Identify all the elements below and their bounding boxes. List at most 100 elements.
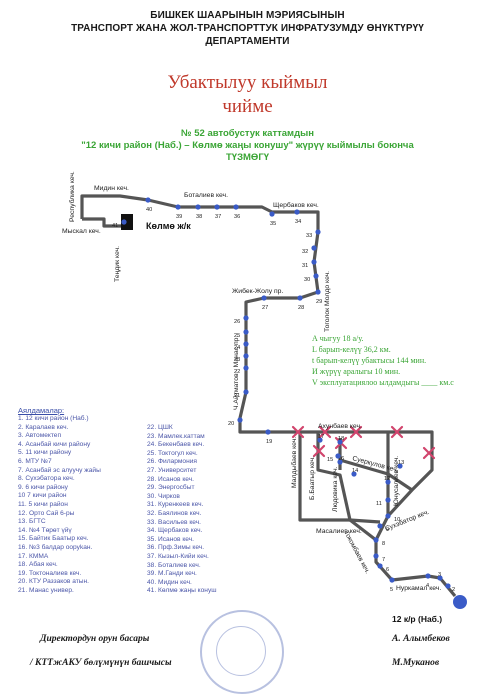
street-myskal: Мыскал кеч. [62, 228, 101, 235]
stop-number: 3 [438, 572, 441, 578]
terminal-12kr-icon [453, 595, 467, 609]
street-yunusaliev: Юнусалиев кеч. [393, 456, 400, 506]
stop-number: 33 [306, 233, 312, 239]
route-path-masaliev [349, 518, 381, 524]
stop-number: 34 [295, 219, 301, 225]
title-line-1: Убактылуу кыймыл [167, 72, 328, 93]
legend-item: 34. Щербаков кеч. [147, 527, 203, 535]
legend-item: 20. КТУ Раззаков атын. [18, 578, 90, 586]
route-lines [80, 194, 457, 598]
stop-marker [373, 537, 379, 543]
stop-marker [243, 329, 249, 335]
header-line-2: ТРАНСПОРТ ЖАНА ЖОЛ-ТРАНСПОРТТУК ИНФРАТУЗ… [71, 23, 424, 34]
street-tokombaev: Токомбаев кеч. [342, 529, 371, 575]
stop-number: 24 [234, 345, 240, 351]
legend-item: 37. Кызыл-Кийи кеч. [147, 552, 209, 560]
footer-name-2: М.Муканов [392, 658, 440, 668]
stop-number: 13 [398, 460, 404, 466]
stop-marker [243, 353, 249, 359]
street-botaliev: Боталиев кеч. [184, 192, 228, 199]
stop-marker [351, 471, 357, 477]
stop-marker [233, 204, 239, 210]
legend-item: 39. М.Ганди кеч. [147, 570, 197, 578]
info-line-2: L барып-келүү 36,2 км. [312, 345, 391, 354]
route-path-main [80, 194, 457, 598]
stop-marker [243, 341, 249, 347]
stop-number: 28 [298, 305, 304, 311]
stop-number: 14 [352, 468, 358, 474]
stop-number: 41 [112, 223, 118, 229]
legend-item: 1. 12 кичи район (Наб.) [18, 415, 89, 422]
stop-number: 2 [452, 587, 455, 593]
stop-marker [337, 439, 343, 445]
legend-item: 8. Сухэбатора кеч. [18, 475, 75, 483]
legend-item: 36. Прф.Зимы кеч. [147, 544, 205, 552]
subtitle-line-1: № 52 автобустук каттамдын [181, 128, 314, 139]
stop-marker [243, 389, 249, 395]
stop-marker [261, 295, 267, 301]
street-tendik: Теңдик кеч. [114, 246, 121, 282]
stop-number: 36 [234, 214, 240, 220]
stop-marker [373, 553, 379, 559]
stop-number: 7 [382, 557, 385, 563]
stop-number: 8 [382, 541, 385, 547]
legend-item: 4. Асанбай кичи району [18, 440, 91, 448]
stop-marker [445, 583, 451, 589]
legend-item: 29. Энергосбыт [147, 484, 195, 492]
legend-column-1: 1. 12 кичи район (Наб.)2. Каралаев кеч.3… [18, 415, 101, 595]
stop-number: 6 [386, 567, 389, 573]
street-nurkamal: Нуркамал кеч. [396, 585, 441, 592]
stop-marker [145, 197, 151, 203]
stop-number: 5 [390, 587, 393, 593]
stop-marker [243, 315, 249, 321]
stop-number: 4 [426, 583, 429, 589]
stop-marker [269, 211, 275, 217]
legend-item: 26. Филармония [147, 458, 197, 466]
legend-item: 16. №3 балдар ооруkaн. [18, 543, 93, 551]
stop-marker [385, 497, 391, 503]
stop-marker [311, 259, 317, 265]
stop-marker [437, 575, 443, 581]
legend-item: 28. Исанов кеч. [147, 475, 195, 483]
stop-marker [214, 204, 220, 210]
subtitle-line-2: "12 кичи район (Наб.) – Көлмө жаңы конуш… [81, 140, 414, 151]
stop-number: 9 [386, 527, 389, 533]
stop-number: 25 [234, 333, 240, 339]
legend-item: 15. Байтик Баатыр кеч. [18, 535, 89, 543]
stop-number: 16 [338, 456, 344, 462]
stop-marker [389, 577, 395, 583]
legend-item: 35. Исанов кеч. [147, 535, 195, 543]
legend-item: 38. Боталиев кеч. [147, 561, 201, 569]
street-aitmatov: Ч.Айтматов - Манас пр. [232, 336, 240, 410]
legend-item: 3. Автомектеп [18, 432, 62, 440]
legend-item: 30. Чирков [147, 492, 180, 500]
stop-marker [265, 429, 271, 435]
route-path-baatyr [316, 432, 377, 542]
legend-item: 12. Орто Сай 6-ры [18, 509, 75, 517]
stop-number: 18 [338, 436, 344, 442]
legend-title: Аялдамалар: [18, 406, 65, 415]
stop-marker [315, 229, 321, 235]
stop-marker [297, 295, 303, 301]
stop-marker [385, 513, 391, 519]
stop-marker [313, 273, 319, 279]
stop-number: 26 [234, 319, 240, 325]
stop-marker [294, 209, 300, 215]
route-path-malduybaev [298, 432, 350, 522]
stop-marker [315, 289, 321, 295]
stop-number: 37 [215, 214, 221, 220]
terminal-kolmo-icon [121, 214, 133, 230]
street-masaliev: Масалиев кеч. [316, 528, 362, 535]
footer-name-1: А. Алымбеков [392, 634, 450, 644]
stop-number: 29 [316, 299, 322, 305]
stop-number: 32 [302, 249, 308, 255]
stop-number: 38 [196, 214, 202, 220]
legend-item: 40. Мидин кеч. [147, 578, 192, 586]
legend-item: 6. МТУ №7 [18, 457, 52, 465]
stop-marker [425, 573, 431, 579]
legend-item: 14. №4 Төрөт үйү [18, 526, 72, 534]
stop-marker [377, 563, 383, 569]
info-line-3: t барып-келүү убактысы 144 мин. [312, 356, 427, 365]
